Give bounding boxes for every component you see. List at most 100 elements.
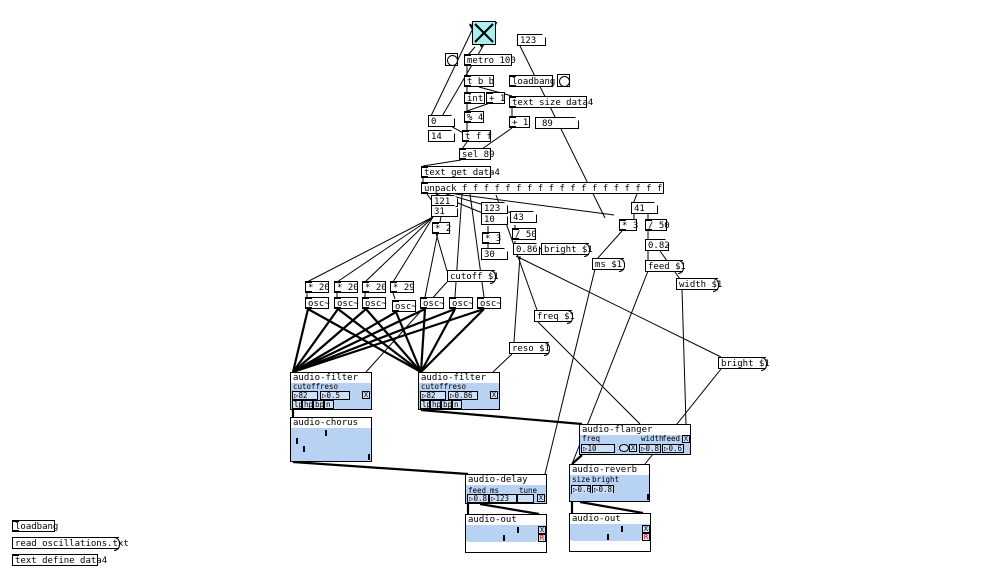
delay-feed-number[interactable]: ▷0.8 [467,494,489,503]
delay-tune-number[interactable] [517,494,534,503]
text-define-object[interactable]: text define data4 [12,554,107,566]
chorus-feed-slider[interactable] [293,429,369,437]
bright-message-a[interactable]: bright $1 [541,243,593,257]
cutoff-message[interactable]: cutoff $1 [447,270,499,284]
times3-object-b[interactable]: * 3 [619,219,638,231]
flanger-freq-number[interactable]: ▷10 [581,444,615,453]
out1-record-icon[interactable]: R [538,534,546,542]
number-31[interactable]: 31 [431,205,458,217]
flanger-feed-number[interactable]: ▷0.6 [662,444,684,453]
reso-message[interactable]: reso $1 [509,342,550,356]
out2-volume-slider[interactable] [572,525,640,533]
number-123-top[interactable]: 123 [517,34,546,46]
filter1-reso-number[interactable]: ▷0.5 [320,391,350,400]
number-082[interactable]: 0.82 [645,239,669,251]
reverb-drywet-slider[interactable] [572,493,649,501]
osc-object-5[interactable]: osc~ [420,297,445,309]
feed-message[interactable]: feed $1 [645,260,686,274]
filter1-reso-label: reso [320,382,339,391]
chorus-rate-slider[interactable] [293,437,369,445]
delay-ms-number[interactable]: ▷123 [489,494,517,503]
freq-message[interactable]: freq $1 [534,310,575,324]
out1-volume-slider[interactable] [468,526,536,534]
filter2-close-icon[interactable]: X [490,391,498,399]
plus1-object-a[interactable]: + 1 [486,92,505,104]
times20-object-1[interactable]: * 20 [305,281,330,293]
text-get-object[interactable]: text get data4 [421,166,500,178]
filter1-close-icon[interactable]: X [362,391,370,399]
unpack-object[interactable]: unpack f f f f f f f f f f f f f f f f f… [421,182,664,194]
times29-object[interactable]: * 29 [390,281,415,293]
filter2-mode-n[interactable]: n [452,400,462,409]
filter2-cutoff-number[interactable]: ▷82 [420,391,446,400]
osc-object-1[interactable]: osc~ [305,297,330,309]
osc-object-2[interactable]: osc~ [334,297,359,309]
filter2-reso-number[interactable]: ▷0.86 [448,391,478,400]
number-10[interactable]: 10 [481,213,508,225]
flanger-width-number[interactable]: ▷0.8 [639,444,661,453]
delay-close-icon[interactable]: X [537,494,545,502]
times3-object-a[interactable]: * 3 [482,232,501,244]
loadbang-object-top[interactable]: loadbang [509,75,555,87]
number-89[interactable]: 89 [535,117,579,129]
times20-object-2[interactable]: * 20 [334,281,359,293]
flanger-width-label: width [641,434,664,443]
number-086[interactable]: 0.86 [513,243,540,255]
out2-close-icon[interactable]: X [642,525,650,533]
osc-object-6[interactable]: osc~ [449,297,474,309]
metro-object[interactable]: metro 100 [464,54,516,66]
filter2-mode-bp[interactable]: bp [441,400,453,409]
filter1-mode-n[interactable]: n [324,400,334,409]
out2-record-icon[interactable]: R [642,533,650,541]
osc-object-4[interactable]: osc~ [392,300,417,312]
times2-object[interactable]: * 2 [432,222,451,234]
flanger-toggle-icon[interactable] [619,444,629,452]
filter2-cutoff-value: 82 [426,391,436,400]
audio-filter-2: audio-filter cutoff reso ▷82 ▷0.86 X lp … [418,372,500,410]
flanger-close-icon[interactable]: X [682,435,690,443]
number-43[interactable]: 43 [510,211,537,223]
filter1-mode-hp[interactable]: hp [302,400,314,409]
flanger-freq-label: freq [582,434,601,443]
bright-message-b[interactable]: bright $1 [718,357,770,371]
ms-message[interactable]: ms $1 [592,258,625,272]
number-123-mid[interactable]: 123 [481,202,508,214]
osc-object-7[interactable]: osc~ [477,297,502,309]
chorus-drywet-slider[interactable] [293,453,370,461]
flanger-freq-value: 10 [587,444,597,453]
sel89-object[interactable]: sel 89 [459,148,495,160]
filter1-cutoff-number[interactable]: ▷82 [292,391,318,400]
div50-object-a[interactable]: / 50 [512,228,537,240]
osc-object-3[interactable]: osc~ [362,297,387,309]
filter1-mode-bp[interactable]: bp [313,400,325,409]
number-0[interactable]: 0 [428,115,455,127]
audio-flanger: audio-flanger freq width feed X ▷10 X ▷0… [579,424,691,455]
reverb-bright-value: 0.8 [598,485,613,494]
times20-object-3[interactable]: * 20 [362,281,387,293]
plus1-object-b[interactable]: + 1 [509,116,530,128]
t-f-f-object[interactable]: t f f [462,130,492,142]
flanger-feed-label: feed [662,434,681,443]
read-message[interactable]: read oscillations.txt [12,537,129,551]
number-14[interactable]: 14 [428,130,455,142]
out1-pan-slider[interactable] [468,534,536,542]
int-object[interactable]: int [464,92,485,104]
out1-close-icon[interactable]: X [538,526,546,534]
bang-loadbang[interactable] [557,74,570,87]
bang-metro[interactable] [445,53,458,66]
filter2-mode-lp[interactable]: lp [420,400,432,409]
div50-object-b[interactable]: / 50 [645,219,670,231]
toggle-main[interactable] [472,21,496,45]
t-b-b-object[interactable]: t b b [464,75,494,87]
mod4-object[interactable]: % 4 [464,111,484,123]
flanger-x-icon[interactable]: X [629,444,637,452]
filter2-mode-hp[interactable]: hp [430,400,442,409]
filter1-mode-lp[interactable]: lp [292,400,304,409]
number-30[interactable]: 30 [481,248,508,260]
width-message[interactable]: width $1 [676,278,722,292]
chorus-depth-slider[interactable] [293,445,369,453]
out2-pan-slider[interactable] [572,533,640,541]
loadbang-object-bottom[interactable]: loadbang [12,520,58,532]
text-size-object[interactable]: text size data4 [509,96,593,108]
number-41[interactable]: 41 [631,202,658,214]
